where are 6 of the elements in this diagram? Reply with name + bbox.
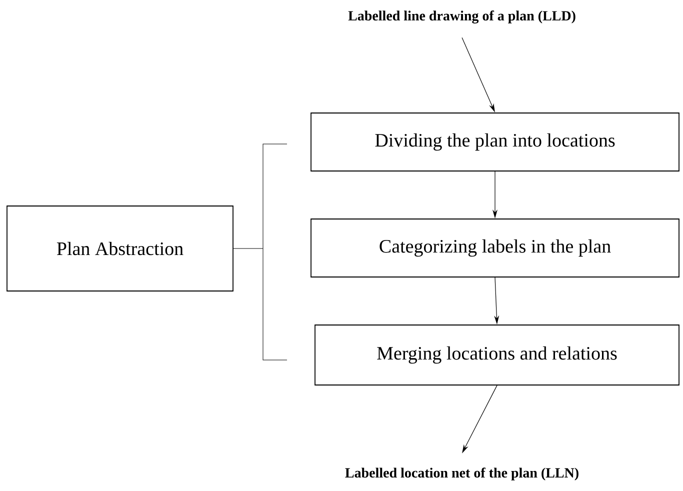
io-label: Labelled line drawing of a plan (LLD) xyxy=(348,10,576,24)
process-box: Categorizing labels in the plan xyxy=(310,218,680,278)
io-label: Labelled location net of the plan (LLN) xyxy=(345,468,578,480)
process-box: Plan Abstraction xyxy=(6,206,234,292)
process-box: Merging locations and relations xyxy=(314,324,680,386)
process-box: Dividing the plan into locations xyxy=(310,112,680,172)
